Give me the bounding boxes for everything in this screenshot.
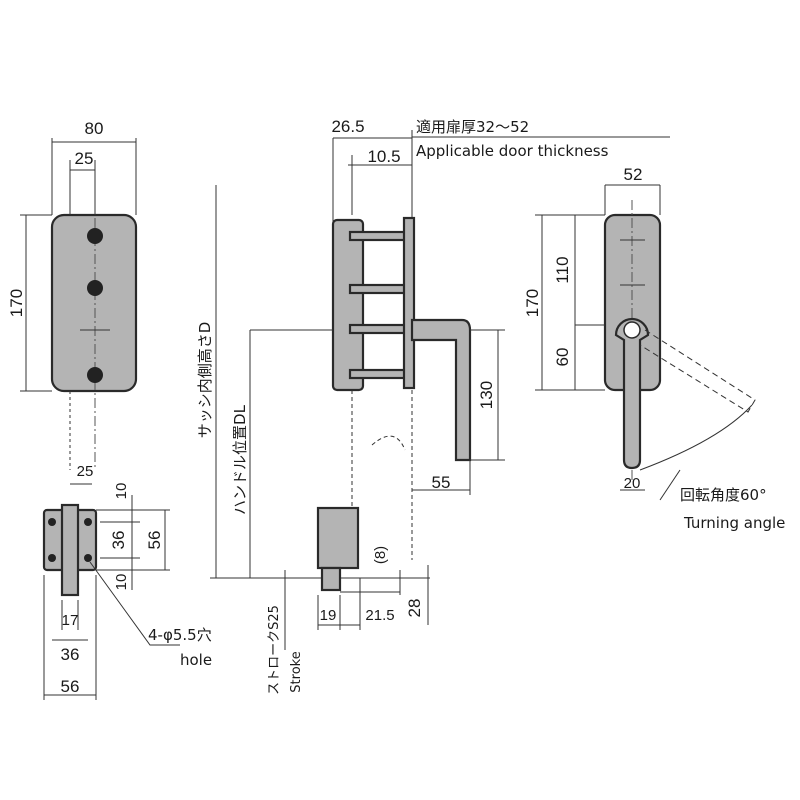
screw-hole xyxy=(87,367,103,383)
screw-hole xyxy=(87,228,103,244)
bolt-shaft xyxy=(348,368,412,380)
rotation-total-height-label: 170 xyxy=(523,289,542,317)
mount-hole xyxy=(48,554,56,562)
mount-hole xyxy=(84,554,92,562)
hole-note-en: hole xyxy=(180,651,212,669)
stroke-label: ストロークS25 xyxy=(267,605,282,695)
side-view: 26.5 適用扉厚32～52 Applicable door thickness… xyxy=(196,117,670,695)
bolt-shaft xyxy=(348,323,412,335)
handle-position-label: ハンドル位置DL xyxy=(231,404,249,515)
rotation-handle xyxy=(614,317,650,470)
handle-offset-label: 55 xyxy=(432,473,451,492)
mount-hole xyxy=(84,518,92,526)
plate-width-label: 56 xyxy=(61,677,80,696)
stem-width-label: 17 xyxy=(62,612,79,629)
handle-pivot xyxy=(623,321,641,339)
keeper-pin xyxy=(320,566,342,592)
front-width-label: 80 xyxy=(85,119,104,138)
keeper-block xyxy=(316,506,360,570)
front-offset-label: 25 xyxy=(75,149,94,168)
front-plate xyxy=(50,213,138,393)
rotation-view: 52 170 110 60 20 回転角度60° Turning angle xyxy=(523,165,785,532)
hole-leader-line xyxy=(89,561,180,646)
plate-top-gap-label: 10 xyxy=(113,483,130,500)
door-thickness-en-label: Applicable door thickness xyxy=(416,142,609,160)
bottom-plate-view: 25 10 36 56 10 17 36 56 4-φ5.5穴 hole xyxy=(42,463,212,700)
bolt-shaft xyxy=(348,230,412,242)
keeper-width-label: 19 xyxy=(320,607,337,624)
front-view: 80 25 170 xyxy=(7,119,138,470)
keeper-height-label: 28 xyxy=(405,599,424,618)
front-height-label: 170 xyxy=(7,289,26,317)
hole-note: 4-φ5.5穴 xyxy=(148,626,212,644)
stroke-en-label: Stroke xyxy=(289,651,304,692)
side-depth-inner-label: 10.5 xyxy=(367,147,400,166)
bolt-stem xyxy=(60,503,80,597)
rotation-arc xyxy=(639,404,753,471)
keeper-offset-label: 21.5 xyxy=(365,607,394,624)
rotation-angle-label: 回転角度60° xyxy=(680,486,767,504)
back-plate xyxy=(402,216,416,390)
screw-hole xyxy=(87,280,103,296)
handle-length-label: 130 xyxy=(477,381,496,409)
plate-bottom-gap-label: 10 xyxy=(113,574,130,591)
rotation-lower-height-label: 60 xyxy=(553,348,572,367)
rotated-handle-ghost xyxy=(639,329,756,413)
rotation-handle-width-label: 20 xyxy=(624,475,641,492)
plate-inner-height-label: 36 xyxy=(109,531,128,550)
plate-outer-height-label: 56 xyxy=(145,531,164,550)
handle-lever xyxy=(410,318,472,462)
plate-offset-label: 25 xyxy=(77,463,94,480)
hole-spacing-label: 36 xyxy=(61,645,80,664)
rotation-upper-height-label: 110 xyxy=(553,256,572,283)
bolt-shaft xyxy=(348,283,412,295)
sash-height-label: サッシ内側高さD xyxy=(196,322,214,439)
keeper-gap-label: (8) xyxy=(372,546,389,564)
rotation-width-label: 52 xyxy=(624,165,643,184)
rotation-angle-en-label: Turning angle xyxy=(683,514,785,532)
side-body xyxy=(331,218,365,392)
door-thickness-label: 適用扉厚32～52 xyxy=(416,118,529,136)
mount-hole xyxy=(48,518,56,526)
side-depth-label: 26.5 xyxy=(331,117,364,136)
